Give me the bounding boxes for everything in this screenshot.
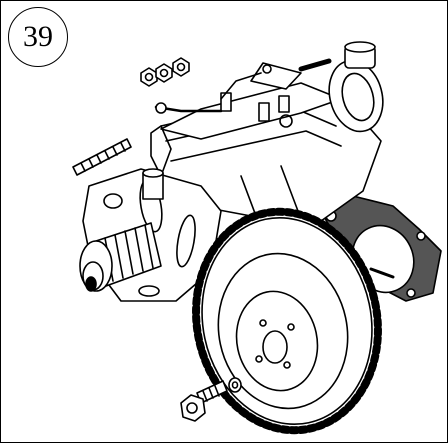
step-number-badge: 39 <box>8 7 68 67</box>
pump-body <box>150 41 384 222</box>
step-number: 39 <box>23 20 53 53</box>
gear-bolt <box>180 377 242 422</box>
stud-bolt <box>72 138 132 176</box>
control-lever <box>154 58 332 114</box>
nuts-washers <box>140 57 190 87</box>
drive-shaft <box>79 222 162 292</box>
timing-gear <box>192 207 382 435</box>
gasket-part <box>318 195 442 302</box>
